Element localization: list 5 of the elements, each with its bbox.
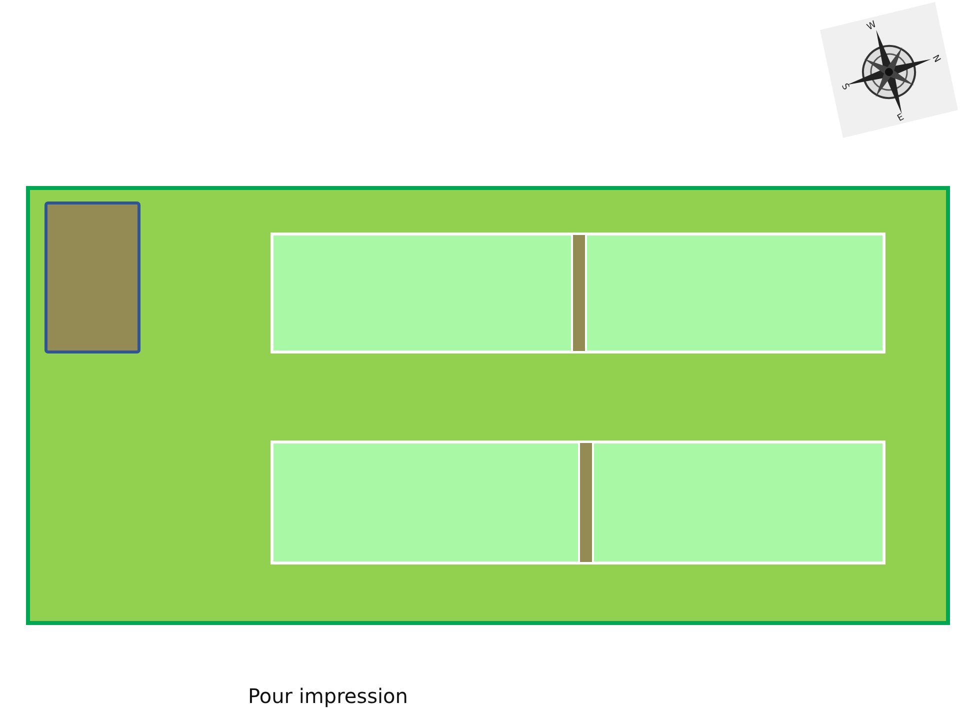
compass-letter: N [930,54,942,64]
compass-letter: S [838,82,850,92]
compass-letter: W [866,20,878,33]
print-note: Pour impression [248,684,408,708]
compass-letter: E [896,112,906,124]
